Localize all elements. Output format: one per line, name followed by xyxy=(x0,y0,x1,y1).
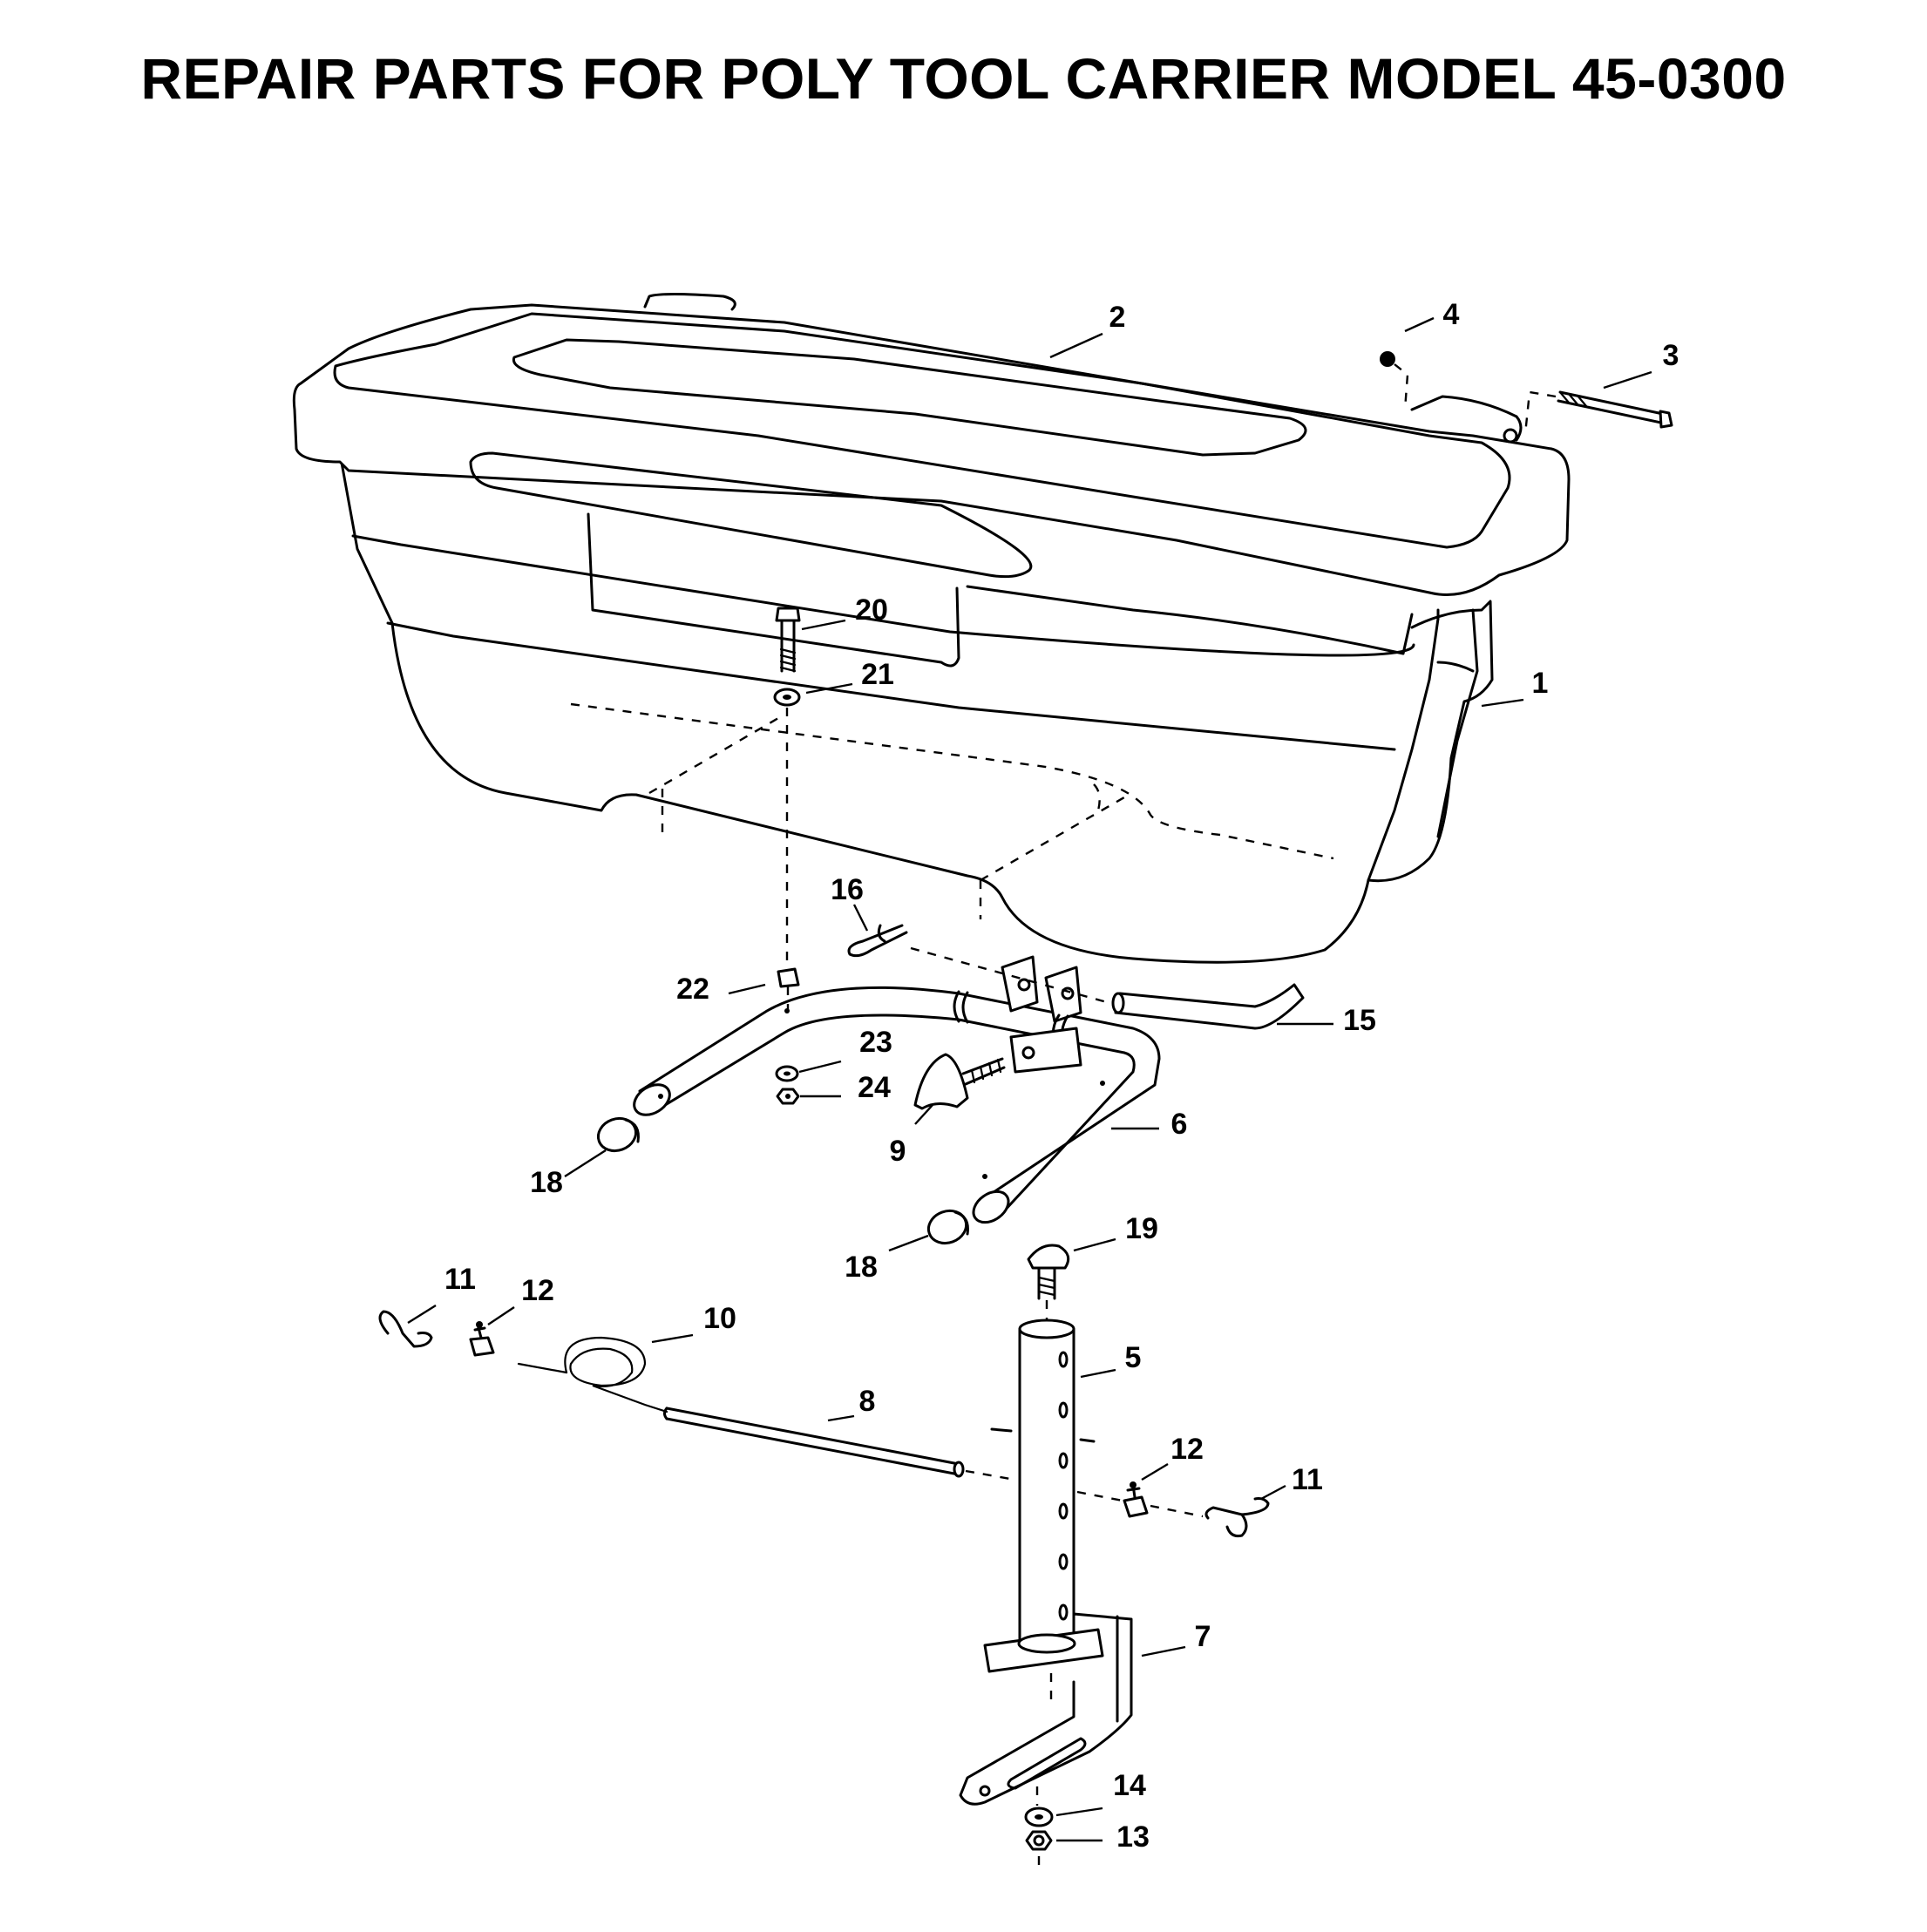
callout-8: 8 xyxy=(859,1385,876,1418)
part-frame-brackets xyxy=(953,955,1082,1074)
callout-15: 15 xyxy=(1343,1004,1376,1037)
callout-14: 14 xyxy=(1113,1769,1146,1802)
part-nut-24 xyxy=(776,1088,800,1105)
part-hairpin-clip-16 xyxy=(847,924,908,958)
callout-23: 23 xyxy=(859,1026,892,1059)
part-rod-8 xyxy=(663,1407,1016,1481)
leader-lines xyxy=(407,316,1652,1842)
callout-9: 9 xyxy=(890,1135,906,1168)
callout-22: 22 xyxy=(676,973,709,1006)
callout-20: 20 xyxy=(855,593,888,627)
callout-10: 10 xyxy=(703,1302,736,1335)
page-title: REPAIR PARTS FOR POLY TOOL CARRIER MODEL… xyxy=(140,46,1787,111)
callout-16: 16 xyxy=(831,873,864,906)
part-bolt-20 xyxy=(775,607,801,673)
callout-numbers: 1 2 3 4 5 6 7 8 9 10 11 11 12 12 13 14 1… xyxy=(444,298,1679,1854)
part-end-cap-left xyxy=(596,1116,640,1153)
callout-11-right: 11 xyxy=(1292,1463,1323,1496)
part-washer-23 xyxy=(775,1065,799,1082)
callout-6: 6 xyxy=(1171,1108,1188,1141)
part-lanyard-cable-10 xyxy=(517,1336,668,1413)
callout-24: 24 xyxy=(858,1071,891,1104)
part-pin-rod-15 xyxy=(910,946,1305,1030)
callout-18-right: 18 xyxy=(845,1251,878,1284)
part-clamp-left xyxy=(469,1321,495,1357)
callout-11-left: 11 xyxy=(444,1263,476,1296)
callout-21: 21 xyxy=(861,658,894,691)
callout-12-left: 12 xyxy=(521,1274,554,1307)
part-tube-frame xyxy=(633,986,1161,1224)
callout-18-left: 18 xyxy=(530,1166,563,1199)
callout-4: 4 xyxy=(1443,298,1460,331)
callout-5: 5 xyxy=(1125,1341,1142,1374)
callout-3: 3 xyxy=(1663,339,1679,372)
part-clip-22 xyxy=(777,967,800,1011)
callout-2: 2 xyxy=(1109,301,1126,334)
callout-13: 13 xyxy=(1116,1820,1150,1854)
part-carriage-bolt-19 xyxy=(1027,1244,1070,1320)
part-upright-tube-5 xyxy=(990,1319,1096,1649)
part-acorn-nut xyxy=(1380,351,1409,410)
part-s-hook-right xyxy=(1204,1497,1270,1537)
part-end-cap-right xyxy=(926,1209,969,1245)
part-nut-13 xyxy=(1025,1830,1053,1874)
callout-1: 1 xyxy=(1532,667,1549,700)
part-tub xyxy=(338,451,1494,964)
part-hinge-pin xyxy=(1523,390,1673,435)
part-clamp-right xyxy=(1076,1481,1204,1518)
part-lid xyxy=(292,293,1571,668)
callout-12-right: 12 xyxy=(1170,1433,1204,1466)
part-knob-9 xyxy=(913,1053,1006,1110)
callout-7: 7 xyxy=(1195,1620,1211,1653)
callout-19: 19 xyxy=(1125,1212,1158,1245)
part-washer-14 xyxy=(1024,1807,1054,1827)
part-mounting-bracket-7 xyxy=(959,1612,1133,1806)
part-s-hook-left xyxy=(378,1310,433,1348)
part-washer-21 xyxy=(773,688,801,967)
